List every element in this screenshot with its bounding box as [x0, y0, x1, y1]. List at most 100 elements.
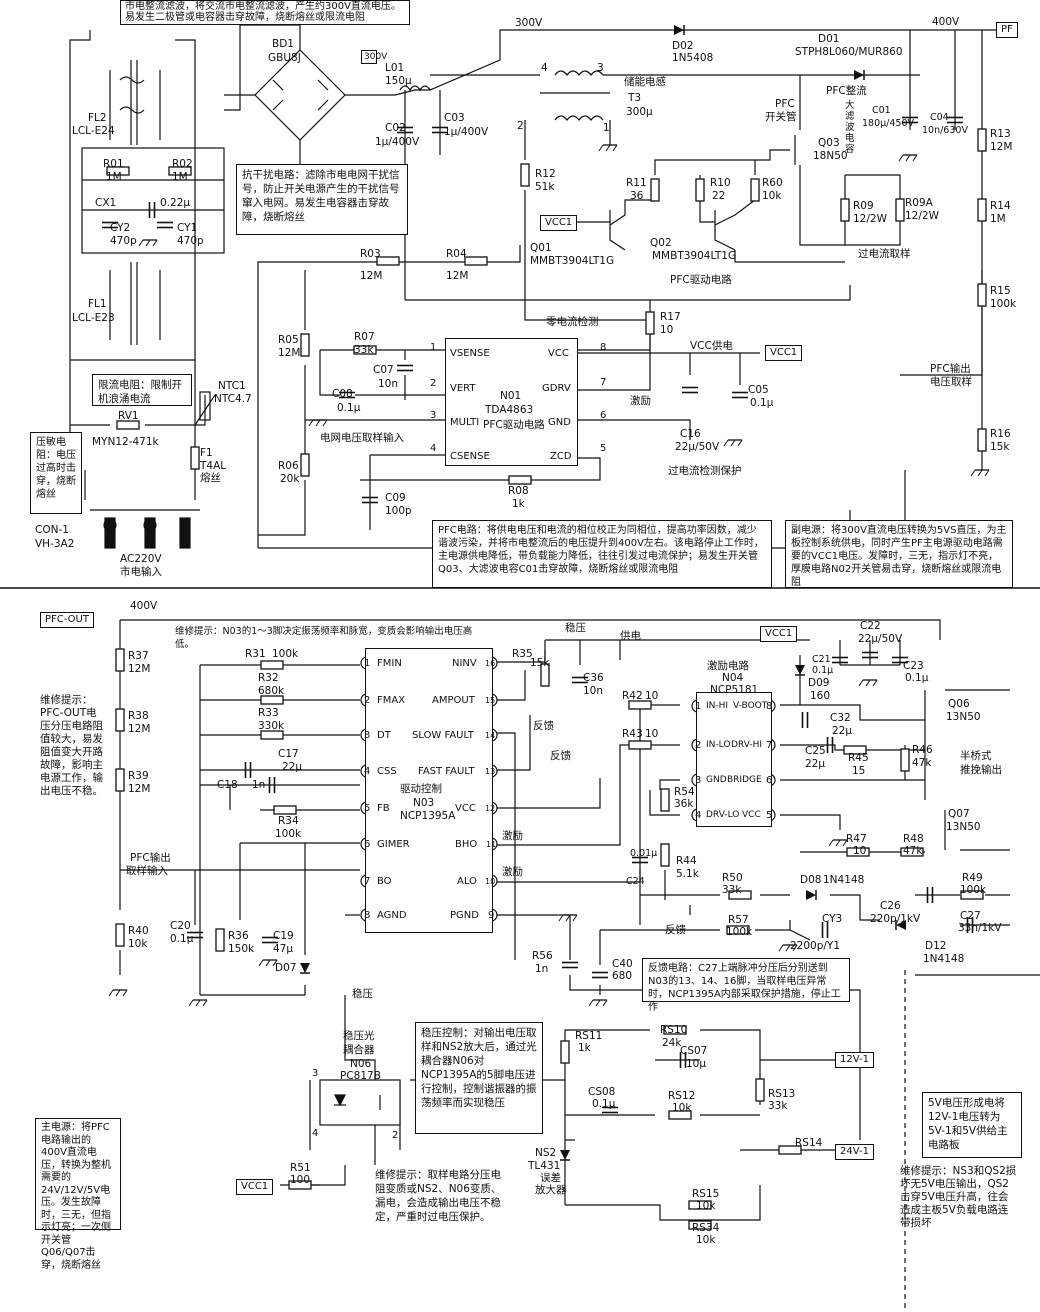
n01-vcc: VCC: [548, 348, 569, 359]
c18-label: C18: [217, 779, 238, 791]
r46-value: 47k: [912, 757, 932, 769]
r50-value: 33k: [722, 884, 742, 896]
c17-value: 22μ: [282, 761, 303, 773]
c08-value: 0.1μ: [337, 402, 361, 414]
pin2: 2: [517, 120, 524, 132]
n03-pin5-num: 5: [364, 803, 371, 814]
d12-value: 1N4148: [923, 953, 965, 965]
c23-value: 0.1μ: [905, 672, 929, 684]
note-aux-psu: 副电源：将300V直流电压转换为5VS直压，为主板控制系统供电，同时产生PF主电…: [785, 520, 1013, 588]
c19-value: 47μ: [273, 943, 294, 955]
half-bridge-label: 半桥式: [960, 750, 992, 762]
c24-label: C24: [626, 876, 645, 887]
c36-label: C36: [583, 672, 604, 684]
12v-tag: 12V-1: [835, 1052, 874, 1068]
c19-label: C19: [273, 930, 294, 942]
r12-value: 51k: [535, 181, 555, 193]
ac-label: AC220V: [120, 553, 162, 565]
r48-label: R48: [903, 833, 924, 845]
cy1-value: 470p: [177, 235, 204, 247]
n03-pin10-num: 10: [485, 877, 496, 886]
q03-label: Q03: [818, 137, 840, 149]
q01-label: Q01: [530, 242, 552, 254]
n03-pin6-num: 6: [364, 839, 371, 850]
vcc1-tag-b: VCC1: [765, 345, 803, 361]
d07-label: D07: [275, 962, 297, 974]
n03-pin7-num: 7: [364, 876, 371, 887]
d09-label: D09: [808, 677, 830, 689]
r43-label: R43: [622, 728, 643, 740]
excite-1: 激励: [502, 830, 523, 842]
n01-value: TDA4863: [485, 404, 534, 416]
r17-value: 10: [660, 324, 674, 336]
half-bridge-label2: 推挽输出: [960, 764, 1002, 776]
pfc-drive-label: PFC驱动电路: [670, 274, 732, 286]
n04-pin3-num: 3: [695, 775, 702, 786]
n01-chip: [445, 338, 578, 466]
n03-pin2-num: 2: [364, 695, 371, 706]
cy2-value: 470p: [110, 235, 137, 247]
con1-value: VH-3A2: [35, 538, 75, 550]
n03-slow-fault: SLOW FAULT: [412, 730, 474, 741]
n03-pin14-num: 14: [485, 731, 496, 740]
r45-label: R45: [848, 752, 869, 764]
r07-value: 33k: [354, 344, 374, 356]
n01-pin6-num: 6: [600, 410, 607, 421]
n01-pin4-num: 4: [430, 443, 437, 454]
c40-label: C40: [612, 958, 633, 970]
c05-label: C05: [748, 384, 769, 396]
n03-pin15-num: 15: [485, 696, 496, 705]
n04-vcc: VCC: [742, 810, 761, 820]
c20-label: C20: [170, 920, 191, 932]
r10-label: R10: [710, 177, 731, 189]
n01-desc: PFC驱动电路: [483, 419, 545, 431]
d08-label: D08: [800, 874, 822, 886]
n03-pin4-num: 4: [364, 766, 371, 777]
pf-tag: PF: [996, 22, 1018, 38]
n01-pin7-num: 7: [600, 377, 607, 388]
feedback-3: 反馈: [665, 924, 686, 936]
rs10-value: 24k: [662, 1037, 682, 1049]
note-sample-tip: 维修提示：取样电路分压电阻变质或NS2、N06变质、漏电，会造成输出电压不稳定，…: [375, 1169, 502, 1223]
c09-value: 100p: [385, 505, 412, 517]
r37-value: 12M: [128, 663, 151, 675]
q02-label: Q02: [650, 237, 672, 249]
pfc-out-tag: PFC-OUT: [40, 612, 94, 628]
n04-vboot: V-BOOT: [733, 701, 768, 711]
r60-value: 10k: [762, 190, 782, 202]
note-varistor: 压敏电阻：电压过高时击穿，烧断熔丝: [30, 432, 82, 514]
c21-value: 0.1μ: [812, 665, 834, 676]
q06-label: Q06: [948, 698, 970, 710]
n03-bo: BO: [377, 876, 392, 887]
note-feedback: 反馈电路：C27上端脉冲分压后分别送到N03的13、14、16脚，当取样电压异常…: [642, 958, 850, 1013]
r60-label: R60: [762, 177, 783, 189]
pin4: 4: [541, 62, 548, 74]
n04-chip: [696, 692, 772, 827]
r34-value: 100k: [275, 828, 302, 840]
rs11-value: 1k: [578, 1042, 591, 1054]
stab-label-2: 稳压: [352, 988, 373, 1000]
n01-vsense: VSENSE: [450, 348, 490, 359]
q03-value: 18N50: [813, 150, 848, 162]
n03-agnd: AGND: [377, 910, 407, 921]
r51-value: 100: [290, 1174, 311, 1186]
t3-value: 300μ: [626, 106, 653, 118]
r06-label: R06: [278, 460, 299, 472]
r11-label: R11: [626, 177, 647, 189]
c27-label: C27: [960, 910, 981, 922]
rs15-label: RS15: [692, 1188, 720, 1200]
c01-desc: 大滤波电容: [845, 100, 855, 155]
r39-label: R39: [128, 770, 149, 782]
r32-value: 680k: [258, 685, 285, 697]
n03-gimer: GIMER: [377, 839, 410, 850]
r07-label: R07: [354, 331, 375, 343]
rs11-label: RS11: [575, 1030, 603, 1042]
r50-label: R50: [722, 872, 743, 884]
n04-drvlo: DRV-LO: [706, 810, 740, 820]
n04-desc: 激励电路: [707, 660, 749, 672]
c03-label: C03: [444, 112, 465, 124]
cs08-label: CS08: [588, 1086, 616, 1098]
r56-value: 1n: [535, 963, 549, 975]
pfc-rect-label: PFC整流: [826, 85, 867, 97]
excite-2: 激励: [502, 866, 523, 878]
